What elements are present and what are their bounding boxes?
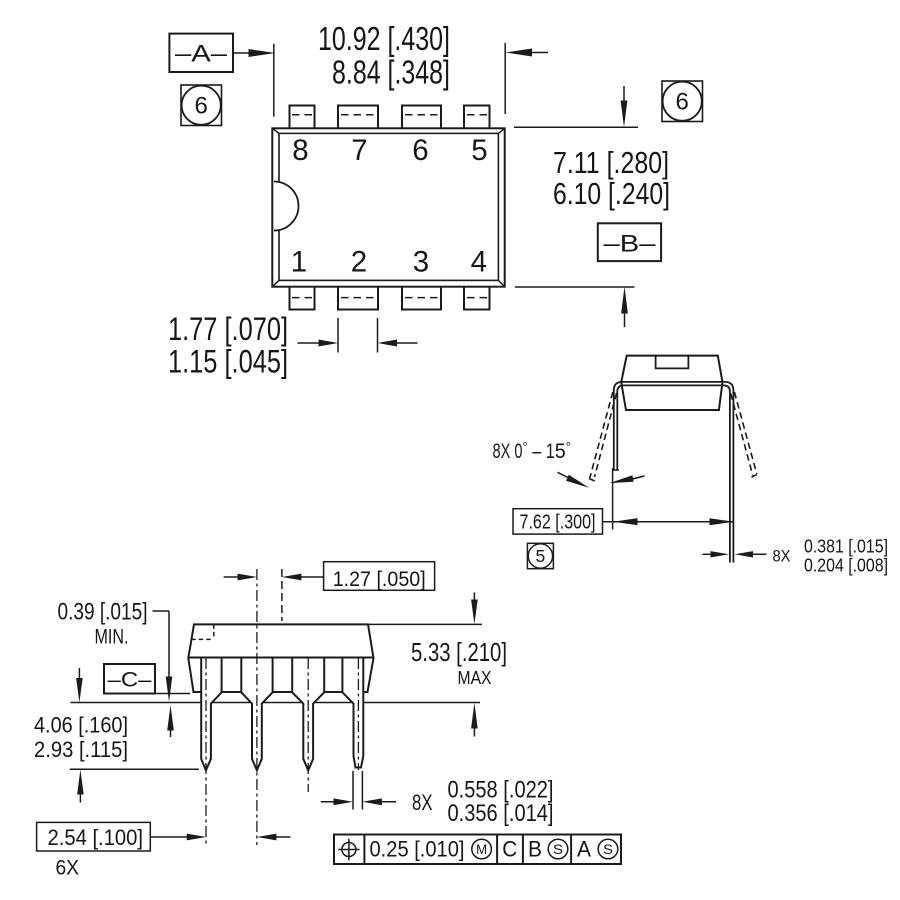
svg-text:MIN.: MIN. <box>95 626 129 649</box>
svg-text:A: A <box>577 837 591 862</box>
svg-text:2.93 [.115]: 2.93 [.115] <box>34 737 128 762</box>
svg-text:B: B <box>528 837 542 862</box>
svg-text:–B–: –B– <box>604 231 657 258</box>
svg-text:1.27 [.050]: 1.27 [.050] <box>333 567 426 591</box>
svg-text:6: 6 <box>412 134 428 167</box>
svg-text:2: 2 <box>351 246 367 279</box>
svg-text:4.06 [.160]: 4.06 [.160] <box>34 713 128 738</box>
svg-text:5: 5 <box>536 546 546 566</box>
svg-text:6X: 6X <box>56 857 80 880</box>
svg-text:7.62 [.300]: 7.62 [.300] <box>520 512 596 534</box>
svg-text:MAX: MAX <box>458 667 492 688</box>
svg-text:S: S <box>603 841 613 857</box>
svg-text:1: 1 <box>291 246 307 279</box>
svg-text:10.92 [.430]: 10.92 [.430] <box>318 20 450 57</box>
svg-text:0.39 [.015]: 0.39 [.015] <box>58 599 148 626</box>
svg-text:6.10 [.240]: 6.10 [.240] <box>553 176 670 211</box>
svg-text:5: 5 <box>471 134 487 167</box>
svg-text:S: S <box>553 841 563 857</box>
svg-text:M: M <box>476 841 487 857</box>
svg-text:8: 8 <box>292 134 308 167</box>
svg-text:3: 3 <box>413 246 429 279</box>
svg-text:8.84 [.348]: 8.84 [.348] <box>332 54 450 91</box>
svg-text:0.381 [.015]: 0.381 [.015] <box>804 537 888 557</box>
svg-text:7.11 [.280]: 7.11 [.280] <box>553 145 669 180</box>
svg-text:8X: 8X <box>773 548 791 566</box>
svg-text:8X 0° – 15°: 8X 0° – 15° <box>493 439 571 463</box>
svg-text:5.33 [.210]: 5.33 [.210] <box>411 637 507 667</box>
svg-text:4: 4 <box>471 246 487 279</box>
svg-text:6: 6 <box>676 89 689 116</box>
svg-text:0.204 [.008]: 0.204 [.008] <box>804 556 888 576</box>
svg-text:–C–: –C– <box>108 669 152 692</box>
svg-text:8X: 8X <box>412 790 433 815</box>
svg-text:1.77 [.070]: 1.77 [.070] <box>168 311 288 347</box>
svg-text:2.54 [.100]: 2.54 [.100] <box>48 825 144 850</box>
svg-text:C: C <box>502 837 517 862</box>
svg-text:1.15 [.045]: 1.15 [.045] <box>168 344 288 380</box>
svg-text:–A–: –A– <box>175 41 228 68</box>
svg-text:0.356 [.014]: 0.356 [.014] <box>448 800 554 827</box>
svg-text:0.558 [.022]: 0.558 [.022] <box>448 777 554 804</box>
svg-text:0.25 [.010]: 0.25 [.010] <box>370 837 465 862</box>
svg-text:7: 7 <box>351 134 367 167</box>
svg-text:6: 6 <box>195 93 208 120</box>
